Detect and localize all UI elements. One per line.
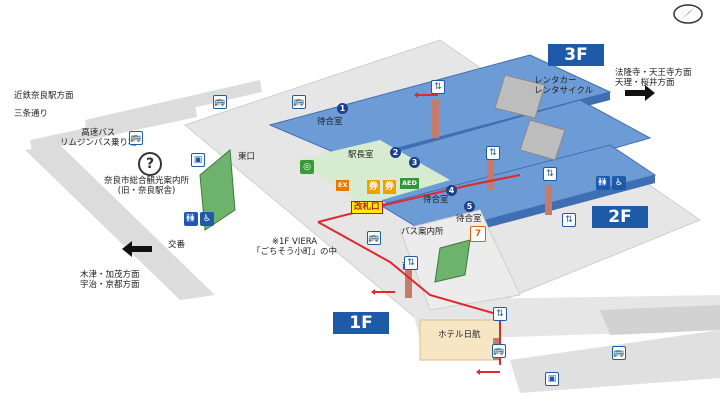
label-highway-bus: 高速バス リムジンバス乗り場 [60, 128, 137, 148]
label-tourist-info: 奈良市総合観光案内所 (旧・奈良駅舎) [104, 176, 190, 196]
bus-icon-1: 🚌 [213, 95, 227, 109]
ex-badge: EX [336, 180, 350, 191]
bus-stop-icon-2: 🚌 [492, 344, 506, 358]
aed-badge: AED [400, 178, 419, 189]
ground-southeast [510, 330, 720, 393]
bus-icon-2: 🚌 [292, 95, 306, 109]
ticket-gate-label: 改札口 [351, 201, 383, 214]
stairs-3f [494, 74, 546, 119]
bus-stop-icon-1: 🚌 [367, 231, 381, 245]
wheelchair-icon-1: ♿ [200, 212, 214, 226]
escalator-center [434, 239, 471, 283]
label-koban: 交番 [168, 240, 186, 250]
column-3 [545, 185, 552, 215]
stairs-2f [519, 119, 566, 161]
label-waiting-2f-b: 待合室 [456, 214, 482, 224]
column-4 [405, 270, 412, 298]
label-waiting-2f-a: 待合室 [423, 195, 449, 205]
toilet-icon-1: 🚻 [184, 212, 198, 226]
compass-icon [673, 4, 703, 24]
elevator-icon-2: ⇅ [486, 146, 500, 160]
station-master-icon: ◎ [300, 160, 314, 174]
label-viera-note: ※1F VIERA 「ごちそう小町」の中 [252, 237, 338, 257]
toilet-icon-2: 🚻 [596, 176, 610, 190]
label-kintetsu: 近鉄奈良駅方面 [14, 91, 74, 101]
tourist-info-question-icon: ? [138, 152, 162, 176]
elevator-icon-3: ⇅ [543, 167, 557, 181]
bus-icon-3: 🚌 [129, 131, 143, 145]
level-1f-badge: 1F [333, 312, 389, 334]
level-3f-badge: 3F [548, 44, 604, 66]
label-rental: レンタカー レンタサイクル [534, 76, 594, 96]
elevator-icon-4: ⇅ [404, 256, 418, 270]
elevator-icon-6: ⇅ [562, 213, 576, 227]
column-2 [487, 160, 494, 190]
label-houryuji: 法隆寺・天王寺方面 天理・桜井方面 [615, 68, 692, 88]
taxi-icon-2: ▣ [545, 372, 559, 386]
platform-number-3: 3 [409, 157, 420, 168]
bus-lot [600, 305, 720, 335]
label-kizu: 木津・加茂方面 宇治・京都方面 [80, 270, 140, 290]
bus-icon-4: 🚌 [612, 346, 626, 360]
platform-number-4: 4 [446, 185, 457, 196]
label-sanjo: 三条通り [14, 109, 49, 119]
label-waiting-3f: 待合室 [317, 117, 343, 127]
street-south [25, 145, 215, 300]
elevator-icon-5: ⇅ [493, 307, 507, 321]
taxi-icon-1: ▣ [191, 153, 205, 167]
platform-number-1: 1 [337, 103, 348, 114]
wheelchair-icon-2: ♿ [612, 176, 626, 190]
label-station-master: 駅長室 [348, 150, 374, 160]
label-bus-info: バス案内所 [401, 227, 444, 237]
column-1 [432, 100, 439, 138]
elevator-icon-1: ⇅ [431, 80, 445, 94]
platform-number-2: 2 [390, 147, 401, 158]
escalator-left [199, 149, 236, 231]
arrow-houryuji [625, 85, 655, 101]
platform-number-5: 5 [464, 201, 475, 212]
hotel-block [419, 319, 501, 361]
arrow-kizu [122, 241, 152, 257]
street-sanjo [30, 105, 197, 152]
ticket-machine-2: 券 [383, 180, 397, 194]
seven-eleven-icon: 7 [470, 226, 486, 242]
label-hotel: ホテル日航 [438, 330, 481, 340]
level-2f-badge: 2F [592, 206, 648, 228]
label-east-exit: 東口 [238, 152, 256, 162]
ticket-machine-1: 券 [367, 180, 381, 194]
